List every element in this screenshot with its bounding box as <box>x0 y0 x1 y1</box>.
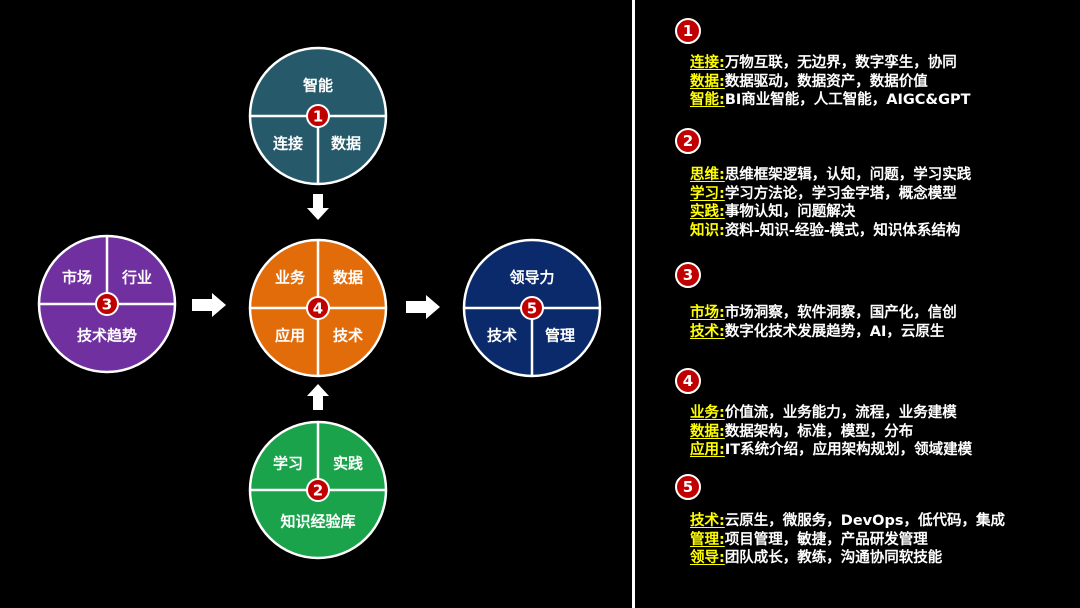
node-4-top-left-label: 业务 <box>275 269 306 287</box>
legend-text: 团队成长，教练，沟通协同软技能 <box>724 550 943 567</box>
legend-key: 业务: <box>690 405 725 421</box>
node-5-top-label: 领导力 <box>508 269 554 287</box>
legend-key: 思维: <box>690 167 725 183</box>
legend-line: 知识:资料-知识-经验-模式，知识体系结构 <box>690 222 960 240</box>
node-1-badge <box>306 104 330 128</box>
node-4-badge <box>306 296 330 320</box>
legend-line: 应用:IT系统介绍，应用架构规划，领域建模 <box>690 441 972 459</box>
node-3-top-right-label: 行业 <box>121 269 152 287</box>
node-5-number: 5 <box>527 300 537 318</box>
legend-key: 数据: <box>690 423 725 440</box>
node-2-bottom-label: 知识经验库 <box>280 513 355 531</box>
legend-line: 实践:事物认知，问题解决 <box>690 203 855 221</box>
legend-line: 思维:思维框架逻辑，认知，问题，学习实践 <box>690 166 971 184</box>
legend-badge-4: 4 <box>675 368 701 394</box>
legend-key: 数据: <box>690 73 725 90</box>
legend-line: 市场:市场洞察，软件洞察，国产化，信创 <box>690 304 957 322</box>
legend-text: 价值流，业务能力，流程，业务建模 <box>724 405 957 421</box>
legend-text: 资料-知识-经验-模式，知识体系结构 <box>724 222 961 239</box>
node-1-bottom-left-label: 连接 <box>273 135 303 153</box>
node-3-number: 3 <box>102 296 112 314</box>
arrow-down-icon <box>307 194 329 220</box>
legend-key: 应用: <box>690 442 725 459</box>
legend-text: 思维框架逻辑，认知，问题，学习实践 <box>724 167 972 183</box>
legend-line: 数据:数据架构，标准，模型，分布 <box>690 423 913 441</box>
legend-line: 数据:数据驱动，数据资产，数据价值 <box>690 73 928 91</box>
legend-text: 数据驱动，数据资产，数据价值 <box>724 73 928 90</box>
legend-badge-5: 5 <box>675 474 701 500</box>
legend-key: 市场: <box>690 305 725 321</box>
legend-badge-2: 2 <box>675 128 701 154</box>
node-2-number: 2 <box>313 482 323 500</box>
node-3-bottom-label: 技术趋势 <box>77 327 137 345</box>
node-3-top-left-label: 市场 <box>62 269 92 287</box>
diagram-canvas: 智能连接数据1学习实践知识经验库2市场行业技术趋势3业务数据应用技术4领导力技术… <box>37 46 602 560</box>
node-1-number: 1 <box>313 108 323 126</box>
legend-line: 技术:数字化技术发展趋势，AI，云原生 <box>690 323 944 341</box>
legend-text: 万物互联，无边界，数字孪生，协同 <box>724 55 957 71</box>
legend-line: 学习:学习方法论，学习金字塔，概念模型 <box>690 185 957 203</box>
node-1-bottom-right-label: 数据 <box>331 135 361 153</box>
legend-text: 云原生，微服务，DevOps，低代码，集成 <box>724 513 1005 529</box>
legend-text: 数据架构，标准，模型，分布 <box>724 423 914 440</box>
legend-text: 事物认知，问题解决 <box>724 204 856 221</box>
legend-key: 智能: <box>690 92 725 109</box>
legend-text: 市场洞察，软件洞察，国产化，信创 <box>724 305 957 321</box>
node-5-badge <box>520 296 544 320</box>
legend-line: 技术:云原生，微服务，DevOps，低代码，集成 <box>690 512 1005 530</box>
legend-line: 业务:价值流，业务能力，流程，业务建模 <box>690 404 957 422</box>
node-5-bottom-right-label: 管理 <box>545 327 575 345</box>
node-5-bottom-left-label: 技术 <box>487 327 517 345</box>
arrow-right-icon <box>406 295 440 319</box>
legend-text: IT系统介绍，应用架构规划，领域建模 <box>724 442 973 459</box>
legend-text: BI商业智能，人工智能，AIGC&GPT <box>724 92 971 109</box>
legend-key: 实践: <box>690 204 725 221</box>
divider-line <box>632 0 635 608</box>
node-2-top-right-label: 实践 <box>333 455 363 473</box>
legend-line: 智能:BI商业智能，人工智能，AIGC&GPT <box>690 91 970 109</box>
legend-key: 领导: <box>690 550 725 567</box>
arrow-up-icon <box>307 384 329 410</box>
legend-key: 连接: <box>690 55 725 71</box>
legend-key: 管理: <box>690 531 725 548</box>
legend-text: 项目管理，敏捷，产品研发管理 <box>724 531 928 548</box>
legend-line: 领导:团队成长，教练，沟通协同软技能 <box>690 549 942 567</box>
node-4-number: 4 <box>313 300 323 318</box>
legend-line: 管理:项目管理，敏捷，产品研发管理 <box>690 531 928 549</box>
legend-text: 数字化技术发展趋势，AI，云原生 <box>724 323 945 340</box>
arrow-right-icon <box>192 293 226 317</box>
legend-badge-3: 3 <box>675 262 701 288</box>
node-3-badge <box>95 292 119 316</box>
node-2-top-left-label: 学习 <box>273 455 303 473</box>
node-4-bottom-left-label: 应用 <box>275 327 305 345</box>
node-4-bottom-right-label: 技术 <box>333 327 363 345</box>
legend-line: 连接:万物互联，无边界，数字孪生，协同 <box>690 54 957 72</box>
node-1-top-label: 智能 <box>303 77 333 95</box>
node-4-top-right-label: 数据 <box>333 269 363 287</box>
legend-key: 技术: <box>690 513 725 529</box>
legend-badge-1: 1 <box>675 18 701 44</box>
legend-key: 知识: <box>690 222 725 239</box>
legend-key: 学习: <box>690 185 725 202</box>
legend-text: 学习方法论，学习金字塔，概念模型 <box>724 185 957 202</box>
node-2-badge <box>306 478 330 502</box>
legend-key: 技术: <box>690 323 725 340</box>
